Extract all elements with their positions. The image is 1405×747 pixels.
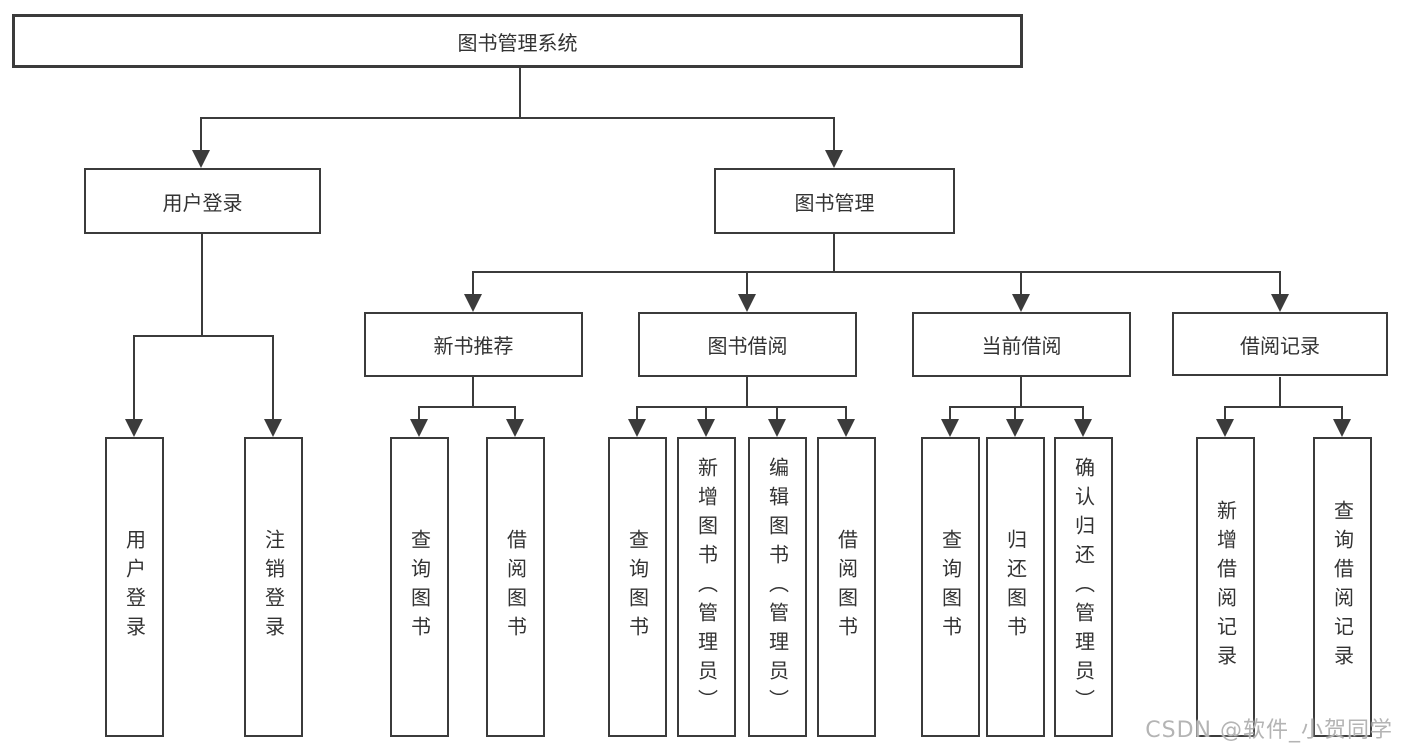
node-root-system: 图书管理系统 (12, 14, 1023, 68)
arrow-down-to-add-book (697, 407, 715, 437)
connector-branch-level3 (472, 271, 1281, 273)
arrow-down-to-return-book (1006, 407, 1024, 437)
node-query-books-2: 查询图书 (608, 437, 667, 737)
node-return-book-label: 归还图书 (1003, 529, 1028, 645)
node-borrow-books-1: 借阅图书 (486, 437, 545, 737)
connector-branch-user-login (133, 335, 274, 337)
node-query-books-1: 查询图书 (390, 437, 449, 737)
node-borrow-books-1-label: 借阅图书 (503, 529, 528, 645)
node-book-management: 图书管理 (714, 168, 955, 234)
connector-branch-current-borrow (949, 406, 1084, 408)
node-root-label: 图书管理系统 (457, 30, 578, 55)
node-logout-leaf: 注销登录 (244, 437, 303, 737)
node-confirm-return-admin: 确认归还（管理员） (1054, 437, 1113, 737)
arrow-down-to-new-book-recommend (464, 272, 482, 312)
node-user-login-leaf-label: 用户登录 (122, 529, 147, 645)
arrow-down-to-query-books-1 (410, 407, 428, 437)
node-borrow-records-label: 借阅记录 (1240, 333, 1320, 358)
connector-trunk-current-borrow (1020, 377, 1022, 407)
node-borrow-books-2: 借阅图书 (817, 437, 876, 737)
connector-branch-level2 (200, 117, 835, 119)
arrow-down-to-current-borrow (1012, 272, 1030, 312)
node-current-borrow-label: 当前借阅 (981, 334, 1062, 358)
node-add-book-admin: 新增图书（管理员） (677, 437, 736, 737)
arrow-down-to-query-borrow-record (1333, 407, 1351, 437)
node-book-borrow: 图书借阅 (638, 312, 857, 377)
arrow-down-to-edit-book (768, 407, 786, 437)
node-query-books-3-label: 查询图书 (938, 529, 963, 645)
node-return-book: 归还图书 (986, 437, 1045, 737)
arrow-down-to-borrow-books-2 (837, 407, 855, 437)
node-borrow-books-2-label: 借阅图书 (834, 529, 859, 645)
connector-branch-borrow-records (1224, 406, 1343, 408)
node-add-borrow-record: 新增借阅记录 (1196, 437, 1255, 737)
connector-trunk-borrow-records (1279, 377, 1281, 407)
arrow-down-to-borrow-records (1271, 272, 1289, 312)
connector-trunk-new-book-recommend (472, 377, 474, 407)
arrow-down-to-confirm-return (1074, 407, 1092, 437)
node-edit-book-admin: 编辑图书（管理员） (748, 437, 807, 737)
node-query-books-2-label: 查询图书 (625, 529, 650, 645)
node-confirm-return-admin-label: 确认归还（管理员） (1071, 456, 1096, 718)
arrow-down-to-book-borrow (738, 272, 756, 312)
node-new-book-recommend: 新书推荐 (364, 312, 583, 377)
arrow-down-to-query-books-2 (628, 407, 646, 437)
csdn-watermark: CSDN @软件_小贺同学 (1145, 718, 1393, 743)
node-new-book-recommend-label: 新书推荐 (433, 334, 514, 358)
node-book-borrow-label: 图书借阅 (707, 334, 788, 358)
node-query-borrow-record-label: 查询借阅记录 (1330, 500, 1355, 674)
arrow-down-to-logout-leaf (264, 336, 282, 437)
node-query-books-1-label: 查询图书 (407, 529, 432, 645)
arrow-down-to-book-management (825, 118, 843, 168)
node-user-login-leaf: 用户登录 (105, 437, 164, 737)
node-query-books-3: 查询图书 (921, 437, 980, 737)
node-add-book-admin-label: 新增图书（管理员） (694, 456, 719, 718)
arrow-down-to-add-borrow-record (1216, 407, 1234, 437)
connector-trunk-book-borrow (746, 377, 748, 407)
node-logout-leaf-label: 注销登录 (261, 529, 286, 645)
node-book-management-label: 图书管理 (794, 190, 875, 215)
arrow-down-to-user-login-leaf (125, 336, 143, 437)
connector-branch-new-book-recommend (418, 406, 516, 408)
connector-branch-book-borrow (636, 406, 847, 408)
connector-trunk-root (519, 68, 521, 118)
node-add-borrow-record-label: 新增借阅记录 (1213, 500, 1238, 674)
arrow-down-to-user-login (192, 118, 210, 168)
node-user-login-branch: 用户登录 (84, 168, 321, 234)
connector-trunk-book-management (833, 234, 835, 272)
node-query-borrow-record: 查询借阅记录 (1313, 437, 1372, 737)
node-user-login-branch-label: 用户登录 (162, 190, 243, 215)
arrow-down-to-query-books-3 (941, 407, 959, 437)
node-current-borrow: 当前借阅 (912, 312, 1131, 377)
arrow-down-to-borrow-books-1 (506, 407, 524, 437)
node-borrow-records: 借阅记录 (1172, 312, 1388, 376)
connector-trunk-user-login (201, 234, 203, 336)
node-edit-book-admin-label: 编辑图书（管理员） (765, 456, 790, 718)
